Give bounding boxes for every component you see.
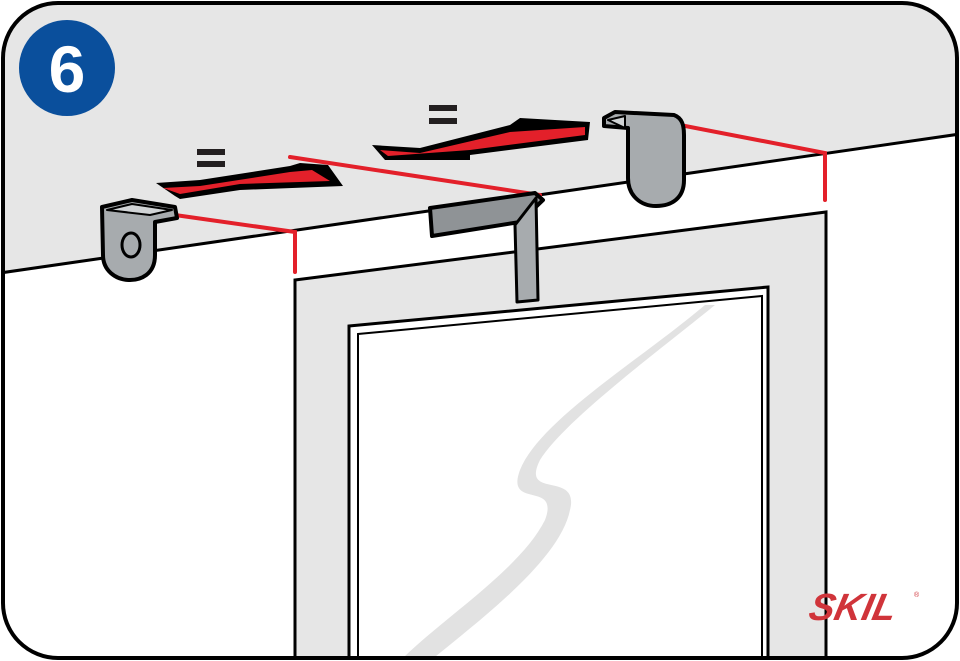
laser-lines	[173, 123, 827, 274]
double-arrow-left	[156, 163, 343, 199]
step-number: 6	[49, 32, 86, 106]
equal-sign-right	[429, 105, 457, 124]
bracket-right	[602, 110, 686, 208]
door-glass	[357, 294, 763, 658]
step-badge	[19, 20, 115, 116]
registered-mark: ®	[914, 591, 920, 599]
bracket-left	[100, 198, 179, 282]
double-arrow-right	[372, 118, 590, 160]
equal-sign-left	[197, 149, 225, 167]
skil-logo: SKIL	[805, 586, 901, 629]
laser-level	[428, 191, 545, 304]
